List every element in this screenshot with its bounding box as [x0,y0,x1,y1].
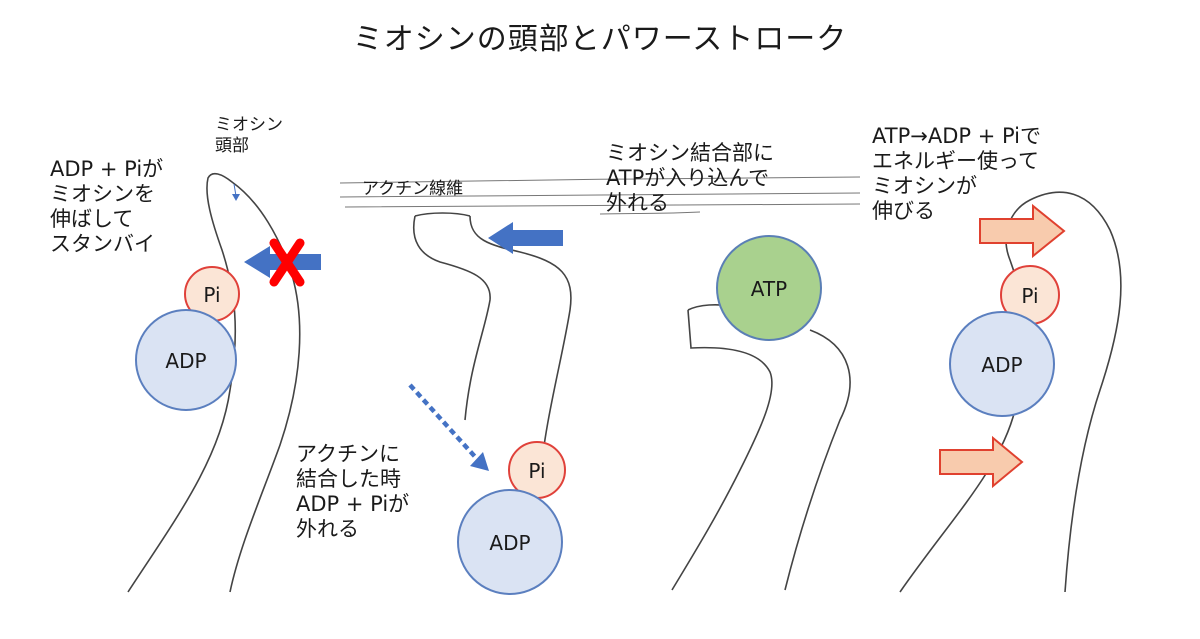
stage3-description: ミオシン結合部に ATPが入り込んで 外れる [606,141,774,215]
actin-filament-label: アクチン線維 [362,179,464,199]
red-cross-icon [269,238,305,287]
myosin-outline-stage1 [127,172,301,593]
stage4-description: ATP→ADP + Piで エネルギー使って ミオシンが 伸びる [872,124,1042,223]
head-pointer-arrow [232,183,240,201]
pi-label-stage2: Pi [528,459,545,483]
diagram-title: ミオシンの頭部とパワーストローク [352,22,848,57]
pi-label-stage4: Pi [1021,284,1038,308]
myosin-outline-stage4 [899,191,1122,593]
adp-molecule-stage4: ADP [949,311,1055,417]
atp-label-stage3: ATP [751,277,787,301]
stage2-description: アクチンに 結合した時 ADP + Piが 外れる [296,442,410,541]
actin-filament-lines [339,176,861,215]
adp-label-stage2: ADP [489,531,530,555]
adp-label-stage4: ADP [981,353,1022,377]
pi-molecule-stage2: Pi [508,441,566,499]
myosin-outline-stage3 [671,304,851,591]
pi-label-stage1: Pi [203,283,220,307]
adp-molecule-stage1: ADP [135,309,237,411]
blue-arrow-stage2 [488,222,563,254]
myosin-outline-stage2 [413,212,572,481]
stage1-description: ADP + Piが ミオシンを 伸ばして スタンバイ [50,157,164,256]
orange-arrow-upper [979,203,1066,259]
orange-arrow-lower [939,435,1024,489]
adp-molecule-stage2: ADP [457,489,563,595]
myosin-head-label: ミオシン 頭部 [215,115,283,156]
adp-label-stage1: ADP [165,349,206,373]
dotted-arrow-stage2 [408,383,489,471]
pi-molecule-stage4: Pi [1000,265,1060,325]
atp-molecule-stage3: ATP [716,235,822,341]
